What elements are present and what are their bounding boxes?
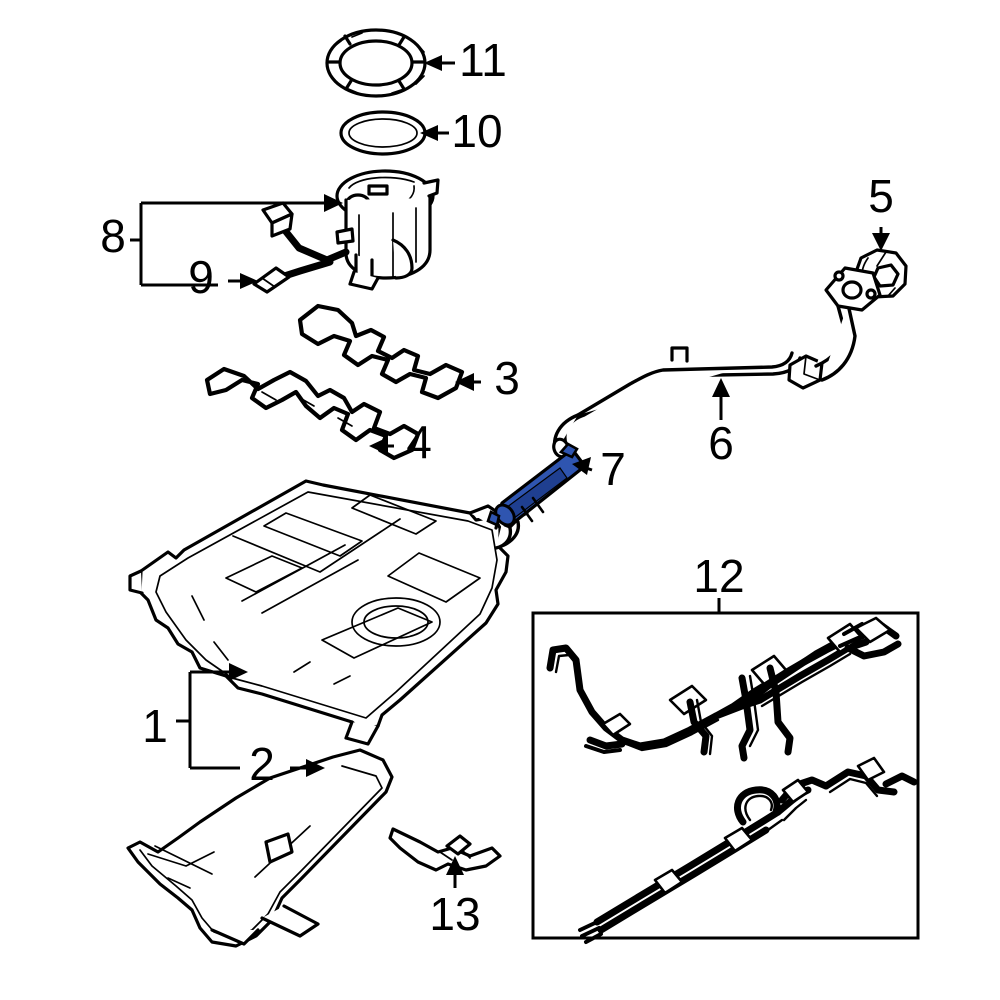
inset-fuel-line-upper[interactable]	[546, 616, 902, 762]
callout-7-label: 7	[600, 443, 626, 495]
part-pump-wiring-harness[interactable]	[252, 201, 350, 294]
part-pump-seal[interactable]	[339, 110, 427, 156]
callout-4-label: 4	[406, 416, 432, 468]
callout-6[interactable]: 6	[708, 378, 734, 469]
callout-5-label: 5	[868, 170, 894, 222]
inset-fuel-line-lower[interactable]	[578, 756, 918, 944]
callout-12[interactable]: 12	[693, 550, 745, 613]
callout-10-label: 10	[451, 105, 502, 157]
callout-1-label: 1	[142, 700, 168, 752]
callout-8[interactable]: 8	[100, 194, 343, 287]
callout-1[interactable]: 1	[142, 663, 248, 770]
callout-2[interactable]: 2	[249, 738, 325, 790]
callout-9[interactable]: 9	[188, 251, 258, 303]
callout-3[interactable]: 3	[455, 352, 520, 404]
part-filler-pipe[interactable]	[551, 266, 882, 459]
callout-7[interactable]: 7	[572, 443, 626, 495]
part-strap-rear[interactable]	[297, 303, 465, 401]
callout-4[interactable]: 4	[369, 416, 432, 468]
callout-2-label: 2	[249, 738, 275, 790]
part-line-clip[interactable]	[388, 827, 502, 872]
callout-13-label: 13	[429, 888, 480, 940]
callout-8-label: 8	[100, 210, 126, 262]
part-lock-ring[interactable]	[325, 28, 427, 98]
callout-10[interactable]: 10	[420, 105, 503, 157]
callout-9-label: 9	[188, 251, 214, 303]
part-fuel-pump-module[interactable]	[335, 169, 440, 291]
part-strap-front[interactable]	[204, 366, 421, 461]
callout-13[interactable]: 13	[429, 856, 481, 940]
callout-11[interactable]: 11	[424, 34, 507, 86]
callout-3-label: 3	[494, 352, 520, 404]
callout-6-label: 6	[708, 417, 734, 469]
callout-11-label: 11	[459, 34, 507, 86]
callout-5[interactable]: 5	[868, 170, 894, 251]
callout-12-label: 12	[693, 550, 744, 602]
part-filler-hose-highlighted[interactable]	[486, 442, 583, 529]
part-heat-shield[interactable]	[126, 748, 394, 948]
